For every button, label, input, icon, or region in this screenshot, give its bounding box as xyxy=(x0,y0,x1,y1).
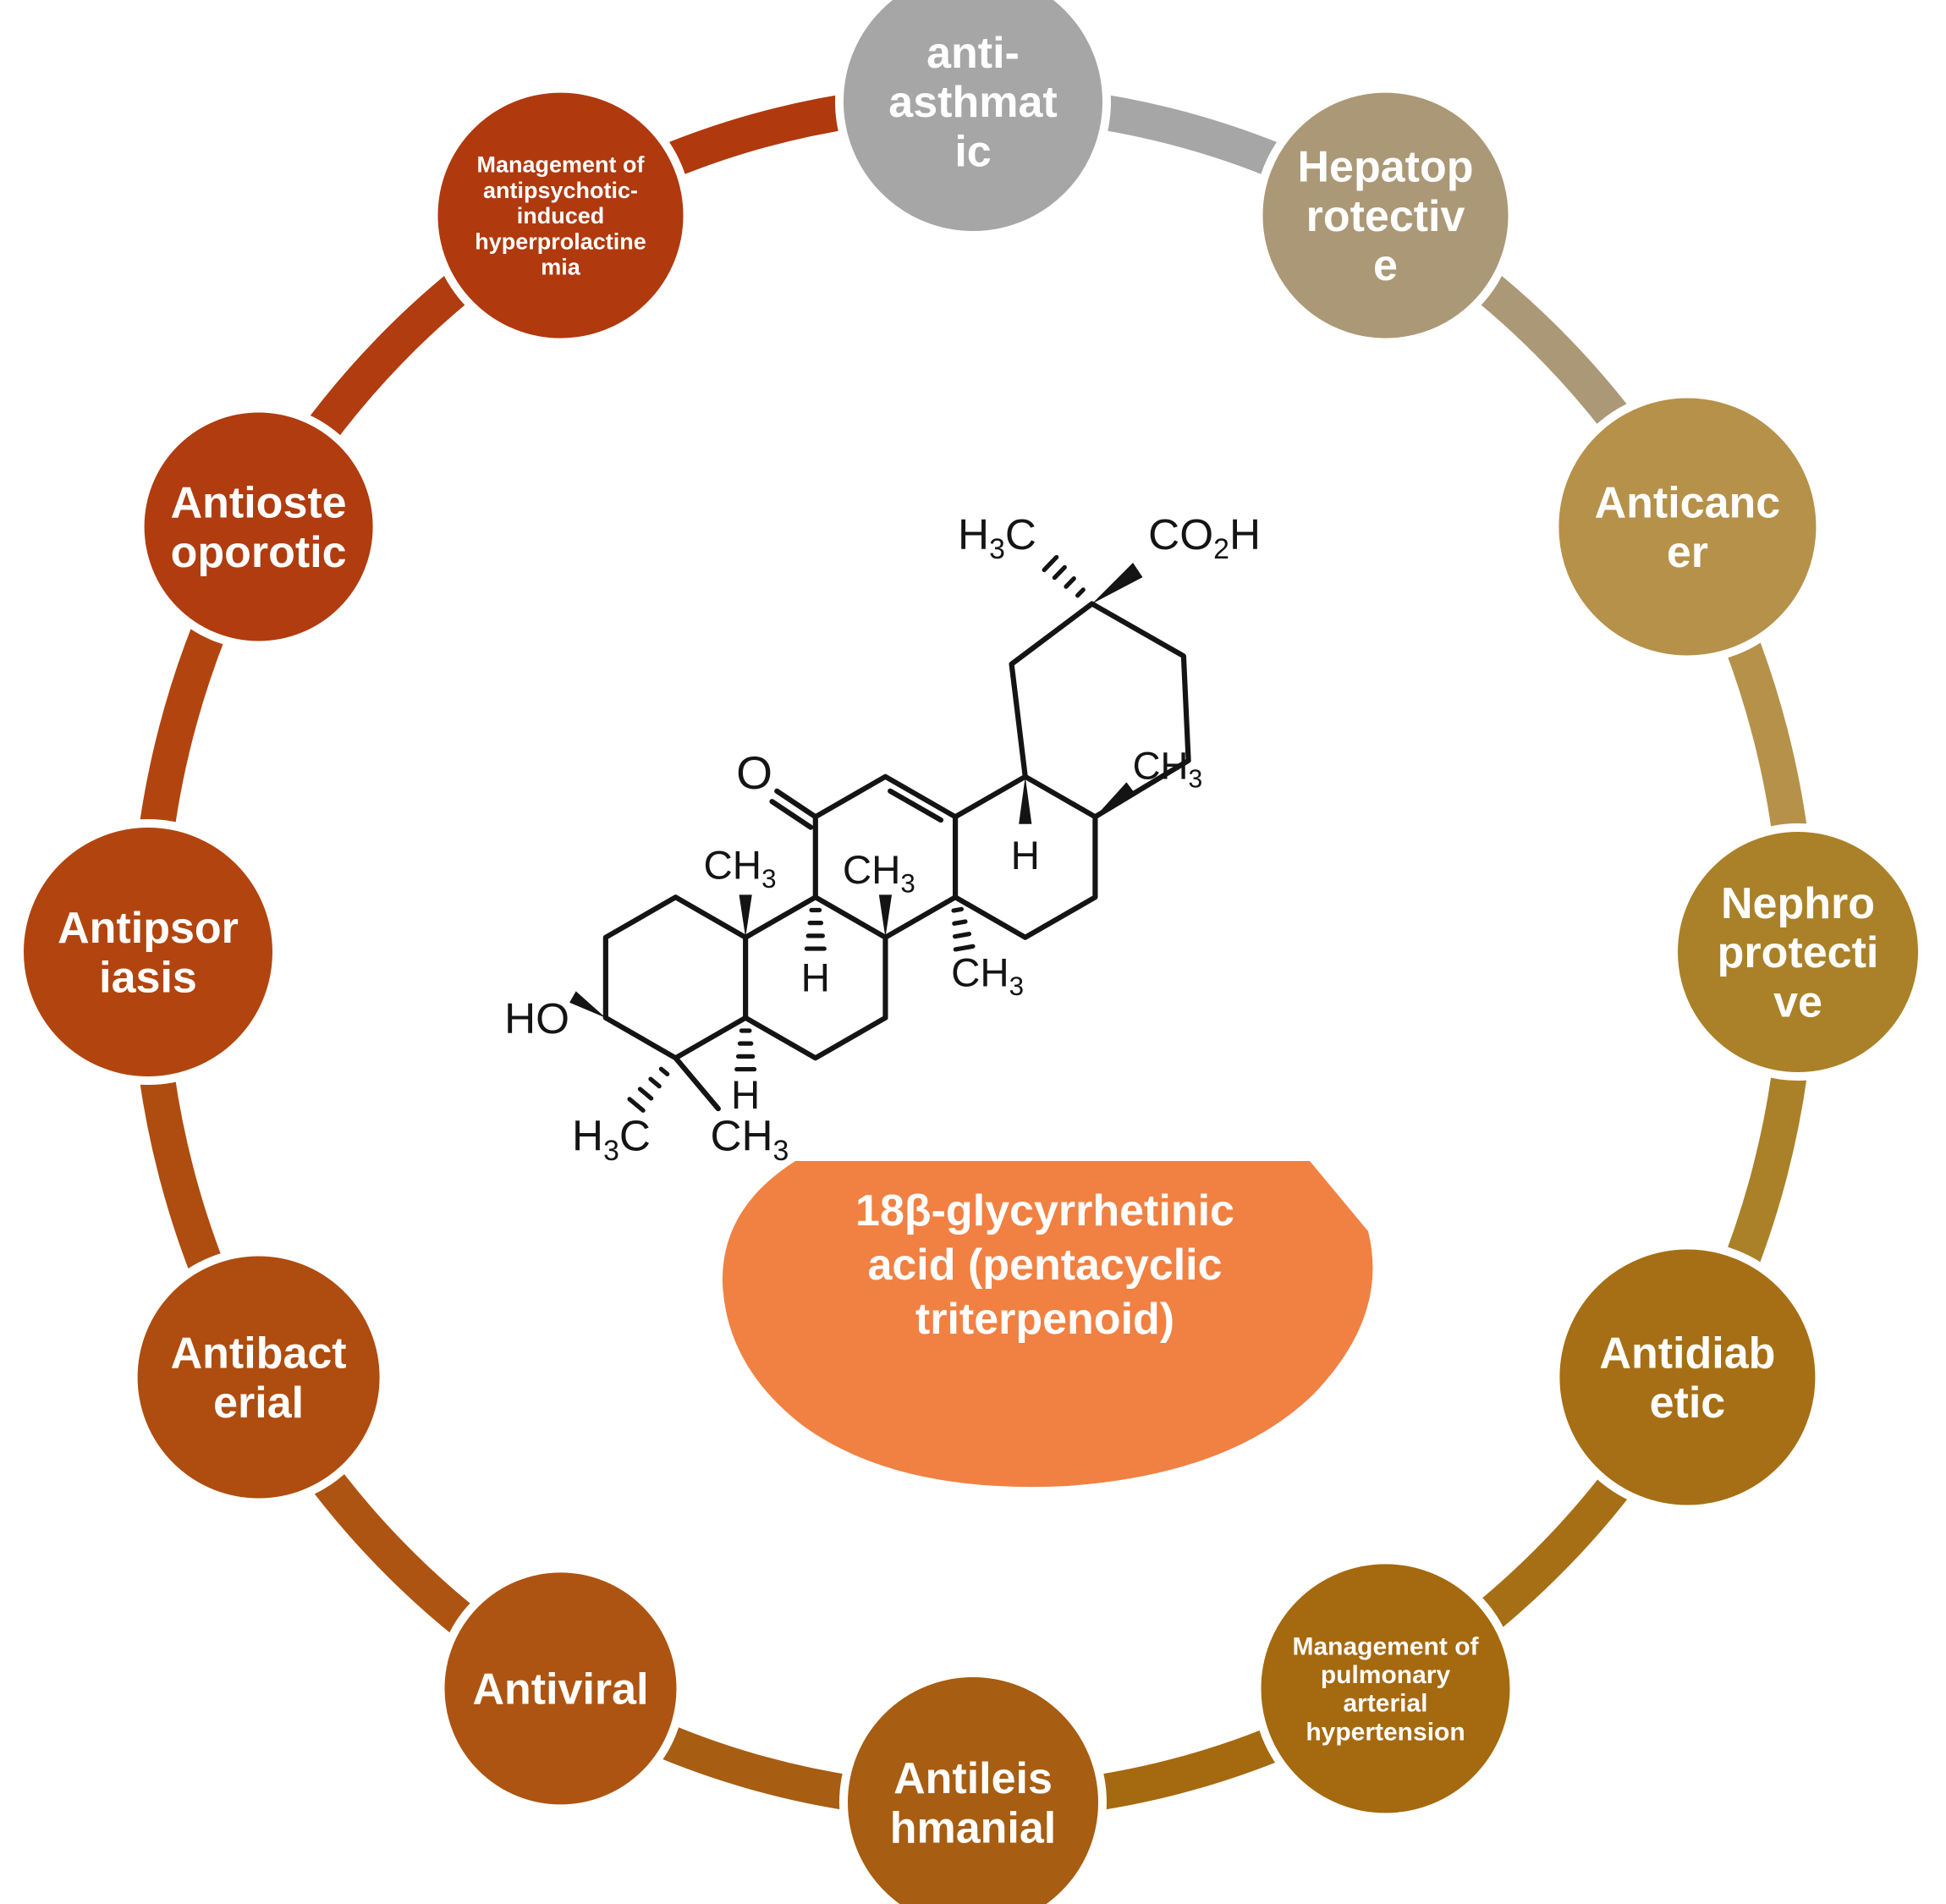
wedge-h-d xyxy=(1019,776,1032,824)
methyl-ch3-de-label: CH3 xyxy=(1133,745,1203,794)
node-circle-antidiabetic xyxy=(1551,1241,1824,1514)
node-label-antiviral: Antiviral xyxy=(472,1665,648,1714)
node-circle-management-antipsychotic xyxy=(429,84,692,347)
methyl-bond-plain xyxy=(673,1055,721,1112)
ring-c xyxy=(812,773,959,940)
ring-d xyxy=(953,773,1098,940)
ketone-bond xyxy=(769,788,818,830)
hash-h3c-bottom xyxy=(627,1066,670,1113)
wedge-ch3-ab xyxy=(739,894,752,938)
methyl-ch3-cd-label: CH3 xyxy=(951,951,1024,1001)
node-circle-antibacterial xyxy=(129,1247,388,1507)
node-circle-antileishmanial xyxy=(839,1669,1107,1904)
node-circle-hepatoprotective xyxy=(1254,84,1517,347)
ring-a xyxy=(602,894,749,1061)
wedge-carboxyl xyxy=(1091,563,1143,604)
methyl-h3c-top-label: H3C xyxy=(958,510,1036,565)
stereo-h-d-label: H xyxy=(1011,834,1040,878)
carboxyl-label: CO2H xyxy=(1148,510,1261,565)
blob-shape xyxy=(722,1161,1373,1488)
node-circle-anticancer xyxy=(1550,389,1825,664)
ring-b xyxy=(743,894,888,1061)
node-circle-nephroprotective xyxy=(1669,823,1927,1081)
node-circle-management-pulmonary xyxy=(1252,1555,1519,1822)
methyl-ch3-bc-label: CH3 xyxy=(843,848,915,898)
methyl-ch3-bottom-label: CH3 xyxy=(710,1112,789,1167)
hash-bonds xyxy=(627,554,1086,1113)
wedge-ch3-de xyxy=(1095,782,1136,817)
methyl-ch3-ab-label: CH3 xyxy=(703,843,776,893)
ketone-o-label: O xyxy=(736,746,772,799)
node-circle-antipsoriasis xyxy=(15,819,281,1085)
ring-e xyxy=(1009,601,1191,820)
hash-h-ab xyxy=(734,1028,757,1072)
wedge-hydroxyl xyxy=(569,991,606,1018)
hydroxyl-label: HO xyxy=(504,994,569,1043)
methyl-h3c-bottom-label: H3C xyxy=(572,1112,651,1167)
hash-h-b xyxy=(804,907,827,951)
wheel-node-antiviral: Antiviral xyxy=(436,1564,685,1813)
wedge-ch3-bc xyxy=(878,894,893,938)
alkene-double-bond xyxy=(888,788,944,823)
hash-h3c-top xyxy=(1042,554,1086,598)
hash-ch3-cd xyxy=(951,906,976,952)
node-circle-antiviral xyxy=(436,1564,685,1813)
wedge-bonds xyxy=(569,563,1143,1018)
node-circle-anti-asthmatic xyxy=(835,0,1111,239)
stereo-h-ab-label: H xyxy=(731,1073,760,1118)
stereo-h-b-label: H xyxy=(801,955,830,1000)
node-circle-antiosteoporotic xyxy=(135,404,382,650)
